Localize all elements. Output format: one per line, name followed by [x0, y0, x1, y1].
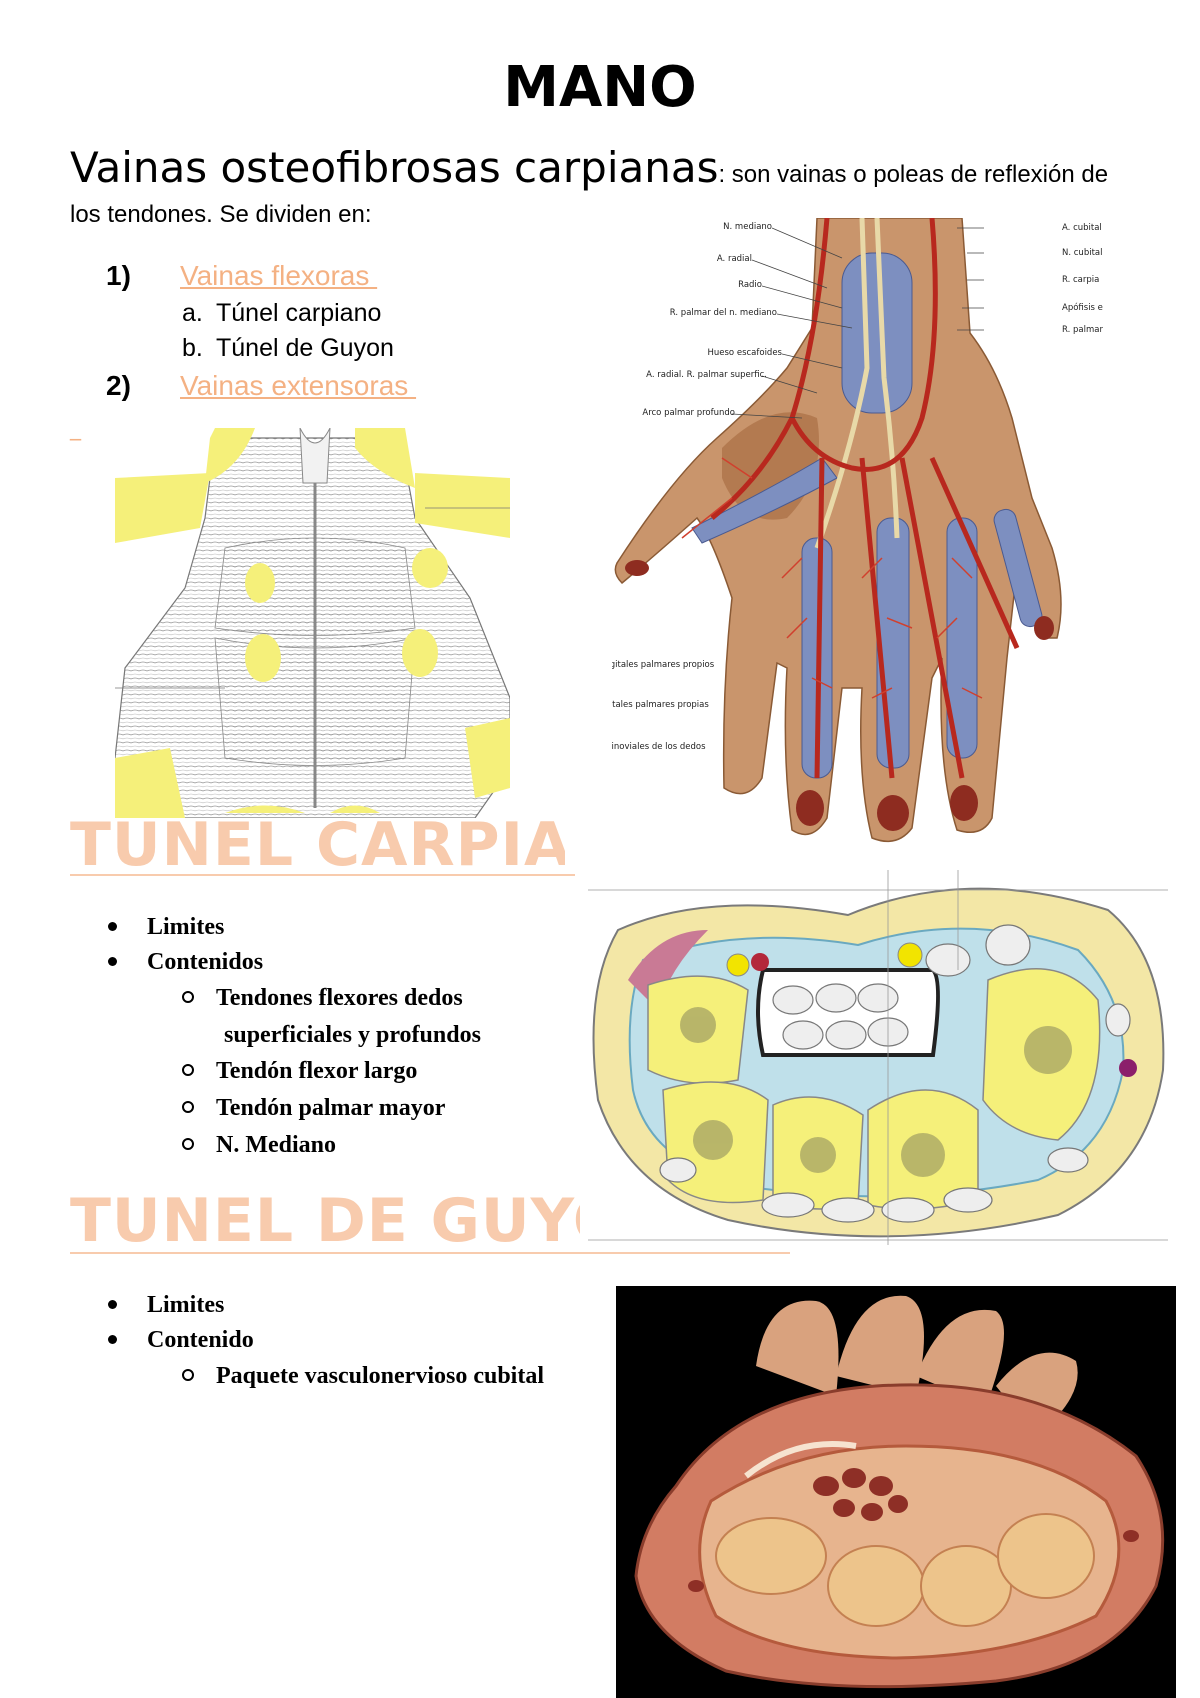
- bullet-dot: [108, 1334, 117, 1344]
- sub-bullet-text: Tendón palmar mayor: [216, 1095, 446, 1121]
- heading-tunel-carpiano: TUNEL CARPIANO: [70, 810, 565, 880]
- outline-item-2: 2) Vainas extensoras: [106, 368, 416, 404]
- bullet-dot: [108, 1299, 117, 1309]
- hand-label: R. palmar del n. mediano: [669, 308, 777, 318]
- sub-bullet-text: Paquete vasculonervioso cubital: [216, 1363, 544, 1389]
- sub-bullet-ring: [182, 991, 194, 1004]
- bullet-dot: [108, 956, 117, 966]
- outline-subitem: b. Túnel de Guyon: [182, 331, 394, 365]
- intro-paragraph: Vainas osteofibrosas carpianas: son vain…: [70, 147, 1130, 235]
- heading-tunel-de-guyon: TUNEL DE GUYON: [70, 1186, 580, 1256]
- sub-bullet-item: Tendones flexores dedos: [182, 980, 463, 1016]
- sub-bullet-ring: [182, 1101, 194, 1114]
- bullet-text: Contenidos: [147, 949, 264, 975]
- hand-label: A. radial: [716, 254, 752, 264]
- sub-bullet-continuation: superficiales y profundos: [224, 1022, 481, 1048]
- bullet-text: Contenido: [147, 1327, 254, 1353]
- hand-label: Hueso escafoides: [707, 348, 783, 358]
- sub-bullet-item: Tendón flexor largo: [182, 1053, 417, 1089]
- hand-label: digitales palmares propios: [612, 660, 715, 670]
- heading-underline: [70, 874, 575, 876]
- hand-label: R. palmar: [1062, 325, 1103, 335]
- subitem-letter: a.: [182, 299, 203, 327]
- hand-label: N. cubital: [1062, 248, 1103, 258]
- wrist-section-photo: [616, 1286, 1176, 1698]
- sub-bullet-ring: [182, 1138, 194, 1151]
- hand-label: A. radial. R. palmar superfic.: [646, 370, 767, 380]
- subitem-letter: b.: [182, 334, 203, 362]
- sub-bullet-item: Paquete vasculonervioso cubital: [182, 1358, 544, 1394]
- outline-number: 2): [106, 370, 131, 401]
- intro-text: : son vainas o poleas de reflexión de lo…: [70, 161, 1109, 228]
- sub-bullet-text: Tendón flexor largo: [216, 1058, 418, 1084]
- hand-anatomy-illustration: N. mediano A. radial Radio R. palmar del…: [612, 218, 1144, 848]
- stray-underscore: _: [70, 416, 81, 441]
- bullet-item: Limites: [108, 1288, 224, 1323]
- bullet-text: Limites: [147, 914, 225, 940]
- outline-subitem: a. Túnel carpiano: [182, 296, 381, 330]
- hand-label: Radio: [738, 280, 762, 290]
- sub-bullet-text: N. Mediano: [216, 1132, 336, 1158]
- hand-label: Apófisis e: [1062, 303, 1103, 313]
- bullet-text: Limites: [147, 1292, 225, 1318]
- outline-item-1: 1) Vainas flexoras: [106, 258, 377, 294]
- bullet-item: Limites: [108, 910, 224, 945]
- bullet-item: Contenido: [108, 1323, 254, 1358]
- bullet-dot: [108, 921, 117, 931]
- sub-bullet-text: Tendones flexores dedos: [216, 985, 463, 1011]
- link-vainas-extensoras[interactable]: Vainas extensoras: [180, 370, 417, 401]
- hand-label: N. mediano: [723, 222, 772, 232]
- hand-label: Arco palmar profundo: [642, 408, 735, 418]
- carpal-tunnel-cross-section: [588, 870, 1168, 1245]
- hand-label: R. carpia: [1062, 275, 1100, 285]
- hand-label: s sinoviales de los dedos: [612, 742, 706, 752]
- ligament-illustration: [115, 428, 510, 818]
- sub-bullet-item: Tendón palmar mayor: [182, 1090, 445, 1126]
- hand-label: A. cubital: [1062, 223, 1102, 233]
- link-vainas-flexoras[interactable]: Vainas flexoras: [180, 260, 378, 291]
- page-title: MANO: [503, 55, 697, 120]
- outline-number: 1): [106, 260, 131, 291]
- sub-bullet-ring: [182, 1369, 194, 1382]
- intro-lead: Vainas osteofibrosas carpianas: [70, 143, 719, 192]
- subitem-text: Túnel carpiano: [216, 299, 382, 327]
- sub-bullet-item: N. Mediano: [182, 1127, 336, 1163]
- hand-label: igitales palmares propias: [612, 700, 709, 710]
- heading-underline: [70, 1252, 790, 1254]
- bullet-item: Contenidos: [108, 945, 263, 980]
- sub-bullet-ring: [182, 1064, 194, 1077]
- subitem-text: Túnel de Guyon: [216, 334, 394, 362]
